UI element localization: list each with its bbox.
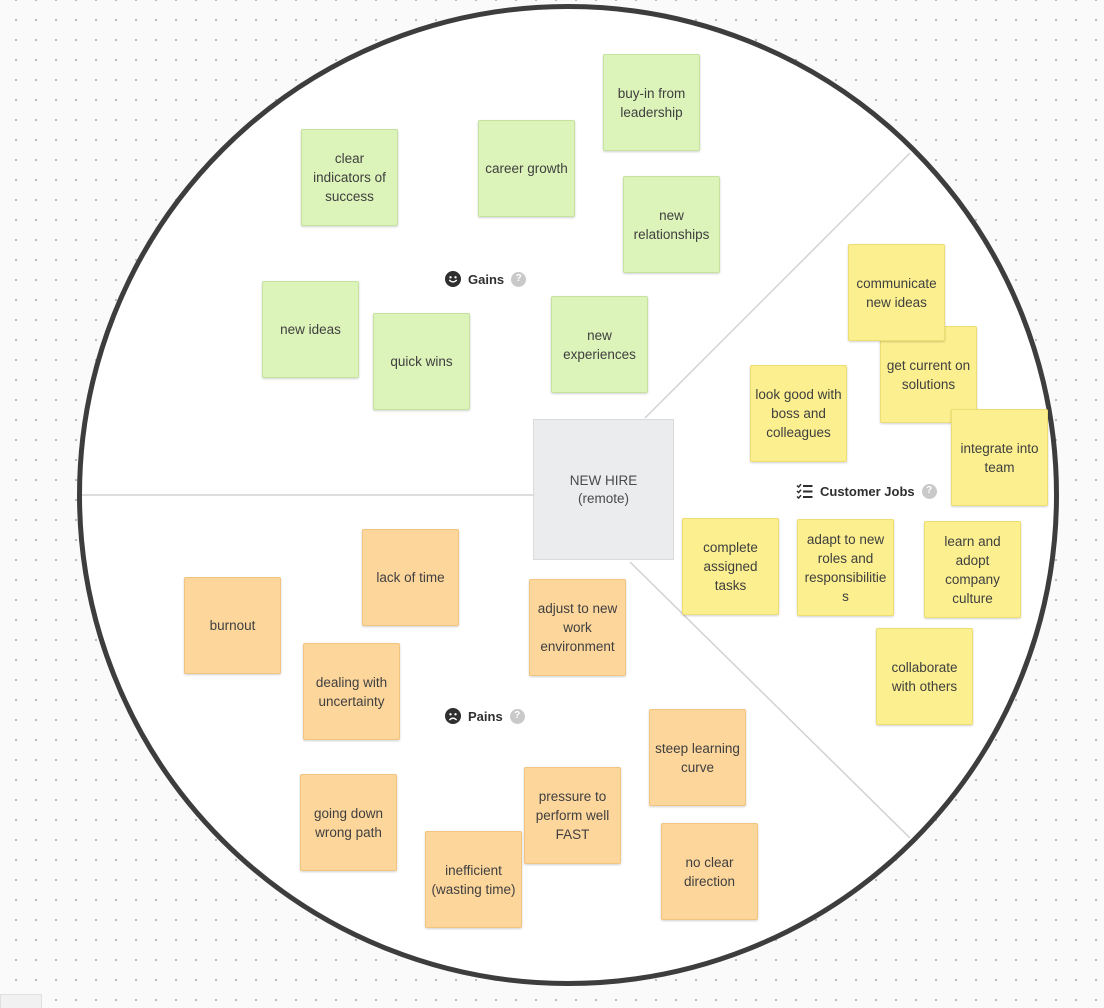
corner-panel-tab[interactable] bbox=[0, 994, 42, 1008]
gain-sticky-note[interactable]: career growth bbox=[478, 120, 575, 217]
pain-sticky-note[interactable]: steep learning curve bbox=[649, 709, 746, 806]
pain-sticky-note[interactable]: pressure to perform well FAST bbox=[524, 767, 621, 864]
job-sticky-note[interactable]: collaborate with others bbox=[876, 628, 973, 725]
gains-label: Gains bbox=[468, 271, 505, 287]
job-sticky-note[interactable]: integrate into team bbox=[951, 409, 1048, 506]
pain-sticky-note[interactable]: burnout bbox=[184, 577, 281, 674]
gains-help-icon[interactable]: ? bbox=[511, 271, 527, 287]
center-title: NEW HIRE bbox=[569, 472, 638, 488]
jobs-help-icon[interactable]: ? bbox=[921, 483, 937, 499]
pain-sticky-note[interactable]: going down wrong path bbox=[300, 774, 397, 871]
job-sticky-note[interactable]: learn and adopt company culture bbox=[924, 521, 1021, 618]
pain-sticky-note[interactable]: adjust to new work environment bbox=[529, 579, 626, 676]
jobs-label: Customer Jobs bbox=[820, 483, 915, 499]
gain-sticky-note[interactable]: new relationships bbox=[623, 176, 720, 273]
gains-section-label[interactable]: Gains ? bbox=[445, 270, 527, 288]
customer-segment-card[interactable]: NEW HIRE (remote) bbox=[533, 419, 674, 560]
job-sticky-note[interactable]: communicate new ideas bbox=[848, 244, 945, 341]
gain-sticky-note[interactable]: new ideas bbox=[262, 281, 359, 378]
pain-sticky-note[interactable]: inefficient (wasting time) bbox=[425, 831, 522, 928]
job-sticky-note[interactable]: adapt to new roles and responsibilities bbox=[797, 519, 894, 616]
job-sticky-note[interactable]: look good with boss and colleagues bbox=[750, 365, 847, 462]
pains-help-icon[interactable]: ? bbox=[509, 708, 525, 724]
gain-sticky-note[interactable]: new experiences bbox=[551, 296, 648, 393]
checklist-icon bbox=[796, 483, 813, 499]
pain-sticky-note[interactable]: dealing with uncertainty bbox=[303, 643, 400, 740]
job-sticky-note[interactable]: complete assigned tasks bbox=[682, 518, 779, 615]
pain-sticky-note[interactable]: lack of time bbox=[362, 529, 459, 626]
frown-icon bbox=[445, 708, 461, 724]
jobs-section-label[interactable]: Customer Jobs ? bbox=[796, 482, 937, 500]
gain-sticky-note[interactable]: quick wins bbox=[373, 313, 470, 410]
smile-icon bbox=[445, 271, 461, 287]
pains-label: Pains bbox=[468, 708, 503, 724]
gain-sticky-note[interactable]: buy-in from leadership bbox=[603, 54, 700, 151]
gain-sticky-note[interactable]: clear indicators of success bbox=[301, 129, 398, 226]
center-subtitle: (remote) bbox=[577, 490, 629, 506]
job-sticky-note[interactable]: get current on solutions bbox=[880, 326, 977, 423]
pains-section-label[interactable]: Pains ? bbox=[445, 707, 525, 725]
pain-sticky-note[interactable]: no clear direction bbox=[661, 823, 758, 920]
